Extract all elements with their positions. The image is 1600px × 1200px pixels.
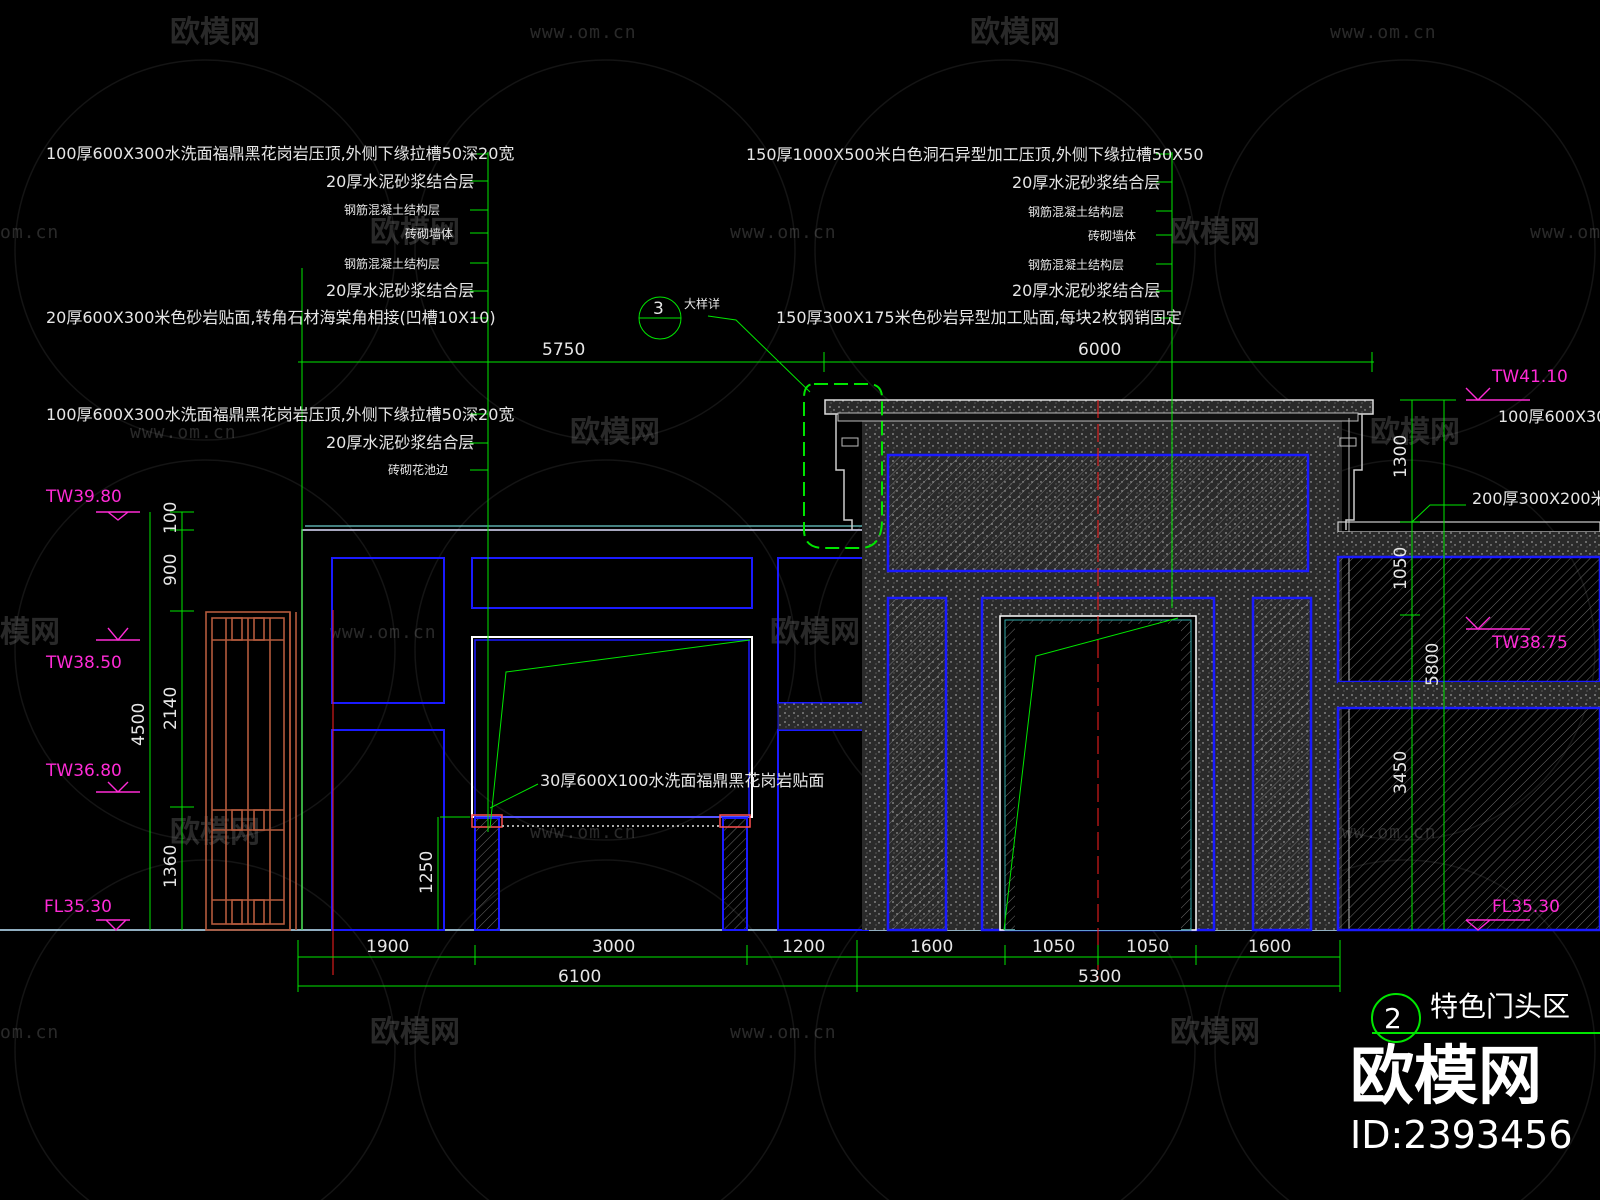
note-line: 20厚水泥砂浆结合层 <box>326 281 474 300</box>
watermark-brand: 欧模网 <box>1370 415 1460 450</box>
watermark-url: om.cn <box>0 1022 59 1043</box>
level-label: FL35.30 <box>1492 897 1560 917</box>
watermark-url: www.om.cn <box>1530 222 1600 243</box>
brand-id: ID:2393456 <box>1350 1113 1573 1157</box>
note-line: 钢筋混凝土结构层 <box>1028 204 1124 219</box>
watermark-url: www.om.cn <box>530 822 637 843</box>
detail-callout-number: 3 <box>653 299 664 319</box>
watermark-url: www.om.cn <box>330 622 437 643</box>
note-right-edge: 100厚600X30 <box>1498 407 1600 426</box>
note-line: 砖砌花池边 <box>388 462 448 477</box>
dim-vertical: 4500 <box>129 703 149 746</box>
note-line: 100厚600X300水洗面福鼎黑花岗岩压顶,外侧下缘拉槽50深20宽 <box>46 405 514 424</box>
watermark-brand: 欧模网 <box>770 615 860 650</box>
dim-bottom: 1050 <box>1126 937 1169 957</box>
dim-vertical: 100 <box>161 502 181 534</box>
note-line: 20厚水泥砂浆结合层 <box>1012 173 1160 192</box>
watermark-brand: 欧模网 <box>1170 1015 1260 1050</box>
watermark-brand: 欧模网 <box>170 15 260 50</box>
dim-bottom: 1050 <box>1032 937 1075 957</box>
level-labels: TW39.80 TW38.50 TW36.80 FL35.30 TW41.10 … <box>44 367 1568 917</box>
level-label: TW38.75 <box>1491 633 1568 653</box>
note-line: 20厚600X300米色砂岩贴面,转角石材海棠角相接(凹槽10X10) <box>46 308 496 327</box>
level-label: TW41.10 <box>1491 367 1568 387</box>
dimension-lines <box>149 152 1600 1043</box>
watermark-brand: 欧模网 <box>1170 215 1260 250</box>
dim-vertical: 1360 <box>161 845 181 888</box>
right-wall-section <box>1336 521 1600 932</box>
watermark-url: www.om.cn <box>530 22 637 43</box>
dim-top: 6000 <box>1078 340 1121 360</box>
note-paving: 30厚600X100水洗面福鼎黑花岗岩贴面 <box>540 771 824 790</box>
main-gate-structure <box>824 399 1374 980</box>
note-line: 150厚300X175米色砂岩异型加工贴面,每块2枚钢销固定 <box>776 308 1182 327</box>
note-line: 150厚1000X500米白色洞石异型加工压顶,外侧下缘拉槽50X50 <box>746 145 1204 164</box>
dim-total: 6100 <box>558 967 601 987</box>
dim-bottom: 3000 <box>592 937 635 957</box>
dim-vertical: 2140 <box>161 687 181 730</box>
watermark-brand: 欧模网 <box>370 1015 460 1050</box>
note-line: 砖砌墙体 <box>405 226 453 241</box>
note-line: 20厚水泥砂浆结合层 <box>326 172 474 191</box>
note-line: 钢筋混凝土结构层 <box>344 202 440 217</box>
brand-watermark: 欧模网 <box>1350 1040 1542 1114</box>
dim-vertical: 5800 <box>1423 643 1443 686</box>
lattice-screen <box>205 611 297 931</box>
level-label: FL35.30 <box>44 897 112 917</box>
dim-total: 5300 <box>1078 967 1121 987</box>
dim-bottom: 1900 <box>366 937 409 957</box>
level-markers <box>96 387 1530 931</box>
dim-bottom: 1200 <box>782 937 825 957</box>
dimension-labels: 5750 6000 1900 3000 1200 1600 1050 1050 … <box>129 340 1443 987</box>
notes-right-top: 150厚1000X500米白色洞石异型加工压顶,外侧下缘拉槽50X50 20厚水… <box>746 145 1204 327</box>
watermark-brand: 模网 <box>0 615 60 650</box>
watermark-url: www.om.cn <box>730 222 837 243</box>
watermark-url: www.om.cn <box>130 422 237 443</box>
note-line: 砖砌墙体 <box>1088 228 1136 243</box>
note-line: 100厚600X300水洗面福鼎黑花岗岩压顶,外侧下缘拉槽50深20宽 <box>46 144 514 163</box>
detail-callout-label: 大样详 <box>684 296 720 311</box>
note-line: 20厚水泥砂浆结合层 <box>1012 281 1160 300</box>
dim-bottom: 1600 <box>910 937 953 957</box>
level-label: TW38.50 <box>45 653 122 673</box>
notes-left-mid: 100厚600X300水洗面福鼎黑花岗岩压顶,外侧下缘拉槽50深20宽 20厚水… <box>46 405 514 477</box>
watermark-brand: 欧模网 <box>570 415 660 450</box>
drawing-title: 特色门头区 <box>1430 990 1570 1023</box>
watermark-brand: 欧模网 <box>970 15 1060 50</box>
note-right-edge: 200厚300X200米 <box>1472 489 1600 508</box>
dim-vertical: 900 <box>161 554 181 586</box>
watermark-url: www.om.cn <box>730 1022 837 1043</box>
note-line: 钢筋混凝土结构层 <box>344 256 440 271</box>
dim-top: 5750 <box>542 340 585 360</box>
note-line: 20厚水泥砂浆结合层 <box>326 433 474 452</box>
dim-vertical: 1250 <box>417 851 437 894</box>
level-label: TW36.80 <box>45 761 122 781</box>
notes-left-top: 100厚600X300水洗面福鼎黑花岗岩压顶,外侧下缘拉槽50深20宽 20厚水… <box>46 144 514 327</box>
dim-vertical: 3450 <box>1391 751 1411 794</box>
watermark-brand: 欧模网 <box>170 815 260 850</box>
watermark-url: www.om.cn <box>1330 22 1437 43</box>
watermark-url: om.cn <box>0 222 59 243</box>
watermark-brand: 欧模网 <box>370 215 460 250</box>
note-line: 钢筋混凝土结构层 <box>1028 257 1124 272</box>
dim-vertical: 1300 <box>1391 435 1411 478</box>
title-number: 2 <box>1384 1002 1402 1035</box>
dim-bottom: 1600 <box>1248 937 1291 957</box>
dim-vertical: 1050 <box>1391 547 1411 590</box>
left-wall-section <box>301 525 870 975</box>
level-label: TW39.80 <box>45 487 122 507</box>
